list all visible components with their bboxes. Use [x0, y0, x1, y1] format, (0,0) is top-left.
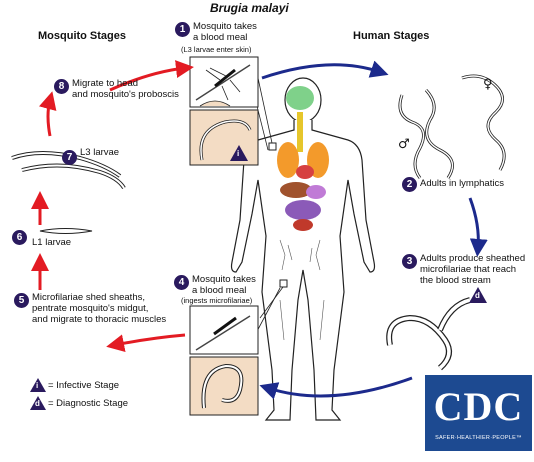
- human-cycle-arrows: [259, 60, 488, 400]
- step-2-badge: 2: [402, 177, 417, 192]
- cdc-logo-tagline: SAFER·HEALTHIER·PEOPLE™: [435, 435, 522, 441]
- cdc-logo-text: CDC: [433, 384, 524, 429]
- l1-larvae: [39, 228, 93, 234]
- legend-infective-label: = Infective Stage: [48, 380, 120, 391]
- step-5-label: Microfilariae shed sheaths, pentrate mos…: [32, 292, 167, 325]
- step-1-badge: 1: [175, 22, 190, 37]
- mosquito-stages-header: Mosquito Stages: [38, 30, 127, 42]
- infective-stage-marker: i: [230, 145, 248, 161]
- human-stages-header: Human Stages: [353, 30, 430, 42]
- female-symbol: ♀: [483, 77, 493, 92]
- step-8-label: Migrate to head and mosquito's proboscis: [72, 78, 179, 100]
- step-7-badge: 7: [62, 150, 77, 165]
- step-4-badge: 4: [174, 275, 189, 290]
- step-1-label: Mosquito takes a blood meal: [193, 21, 257, 43]
- l3-larvae: [11, 151, 126, 190]
- step-1-note: (L3 larvae enter skin): [181, 45, 252, 54]
- step-2-label: Adults in lymphatics: [420, 178, 504, 189]
- step-3-label: Adults produce sheathed microfilariae th…: [420, 253, 526, 286]
- step-4-note: (ingests microfilariae): [181, 296, 253, 305]
- inset-mosquito-bottom: [189, 305, 259, 355]
- step-3-badge: 3: [402, 254, 417, 269]
- male-symbol: ♂: [398, 137, 410, 152]
- inset-mosquito-top: [189, 56, 259, 108]
- diagnostic-stage-marker: d: [469, 287, 487, 303]
- inset-larva-top: [189, 109, 259, 166]
- legend-diagnostic-icon: d: [30, 396, 46, 410]
- organs: [277, 86, 329, 231]
- step-8-badge: 8: [54, 79, 69, 94]
- cdc-logo: CDC SAFER·HEALTHIER·PEOPLE™: [425, 375, 532, 451]
- step-7-label: L3 larvae: [80, 147, 120, 158]
- skin-site-lower: [279, 279, 288, 288]
- mosquito-cycle-arrows: [31, 60, 194, 353]
- step-6-label: L1 larvae: [32, 237, 72, 248]
- diagram-title: Brugia malayi: [210, 1, 289, 15]
- skin-site-upper: [268, 142, 277, 151]
- legend-infective-icon: i: [30, 378, 46, 392]
- step-6-badge: 6: [12, 230, 27, 245]
- lymphatics: [279, 239, 325, 341]
- inset-microfilaria-bottom: [189, 356, 259, 416]
- step-5-badge: 5: [14, 293, 29, 308]
- sheathed-microfilaria: [386, 297, 471, 371]
- legend-diagnostic-label: = Diagnostic Stage: [48, 398, 129, 409]
- step-4-label: Mosquito takes a blood meal: [192, 274, 256, 296]
